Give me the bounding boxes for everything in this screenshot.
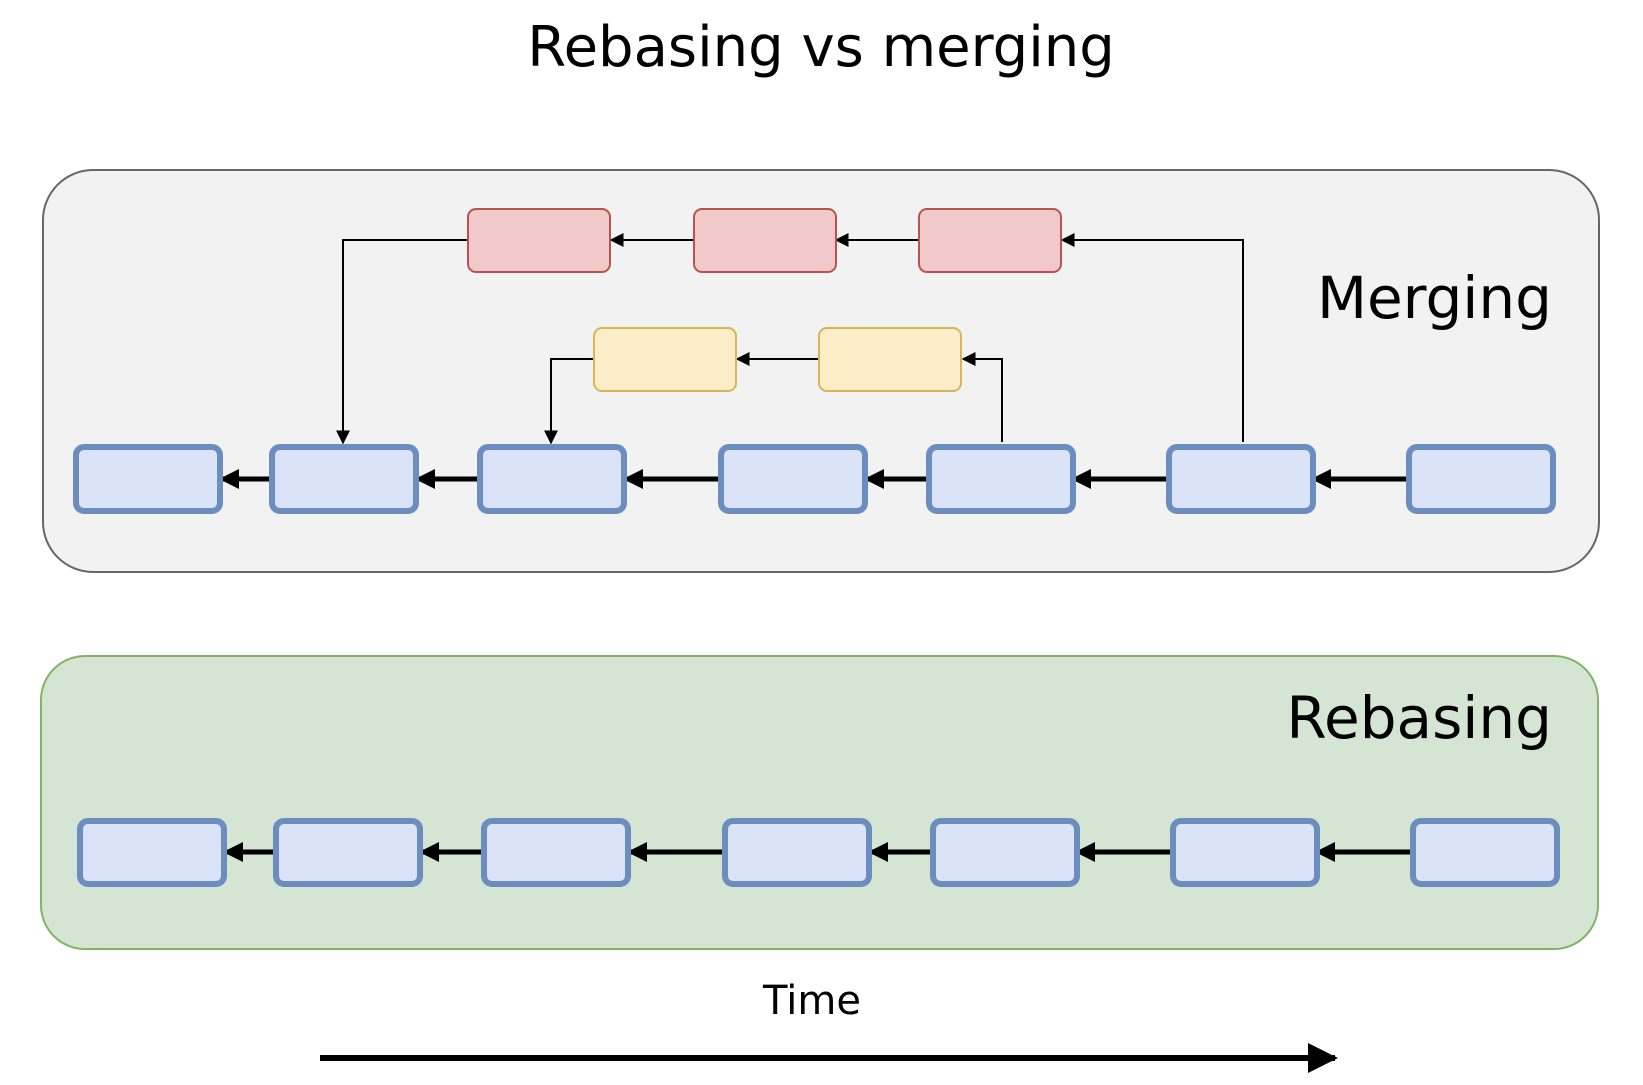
branch-b-fork-arrow: [961, 352, 1003, 442]
rebasing-panel: Rebasing: [40, 655, 1599, 950]
rebased-commit: [930, 818, 1080, 887]
main-commit: [718, 444, 868, 514]
rebased-commit: [77, 818, 227, 887]
rebased-commit: [1410, 818, 1560, 887]
main-commit: [1166, 444, 1316, 514]
merging-label: Merging: [1317, 264, 1552, 332]
merging-panel: Merging: [42, 169, 1600, 573]
rebased-commit: [273, 818, 423, 887]
branch-a-fork-arrow: [1060, 233, 1244, 442]
branch-a-merge-arrow: [336, 239, 467, 445]
main-commit: [1406, 444, 1556, 514]
time-label: Time: [762, 978, 861, 1024]
rebased-commit: [722, 818, 872, 887]
rebasing-label: Rebasing: [1286, 684, 1552, 752]
branch-b-merge-arrow: [544, 358, 593, 445]
rebased-commit: [1170, 818, 1320, 887]
main-commit: [73, 444, 223, 514]
diagram-title: Rebasing vs merging: [527, 15, 1115, 80]
main-commit: [926, 444, 1076, 514]
branch-b-commit: [818, 327, 962, 392]
branch-b-commit: [593, 327, 737, 392]
rebased-commit: [481, 818, 631, 887]
main-commit: [269, 444, 419, 514]
branch-a-commit: [693, 208, 837, 273]
main-commit: [477, 444, 627, 514]
branch-a-commit: [918, 208, 1062, 273]
branch-a-commit: [467, 208, 611, 273]
